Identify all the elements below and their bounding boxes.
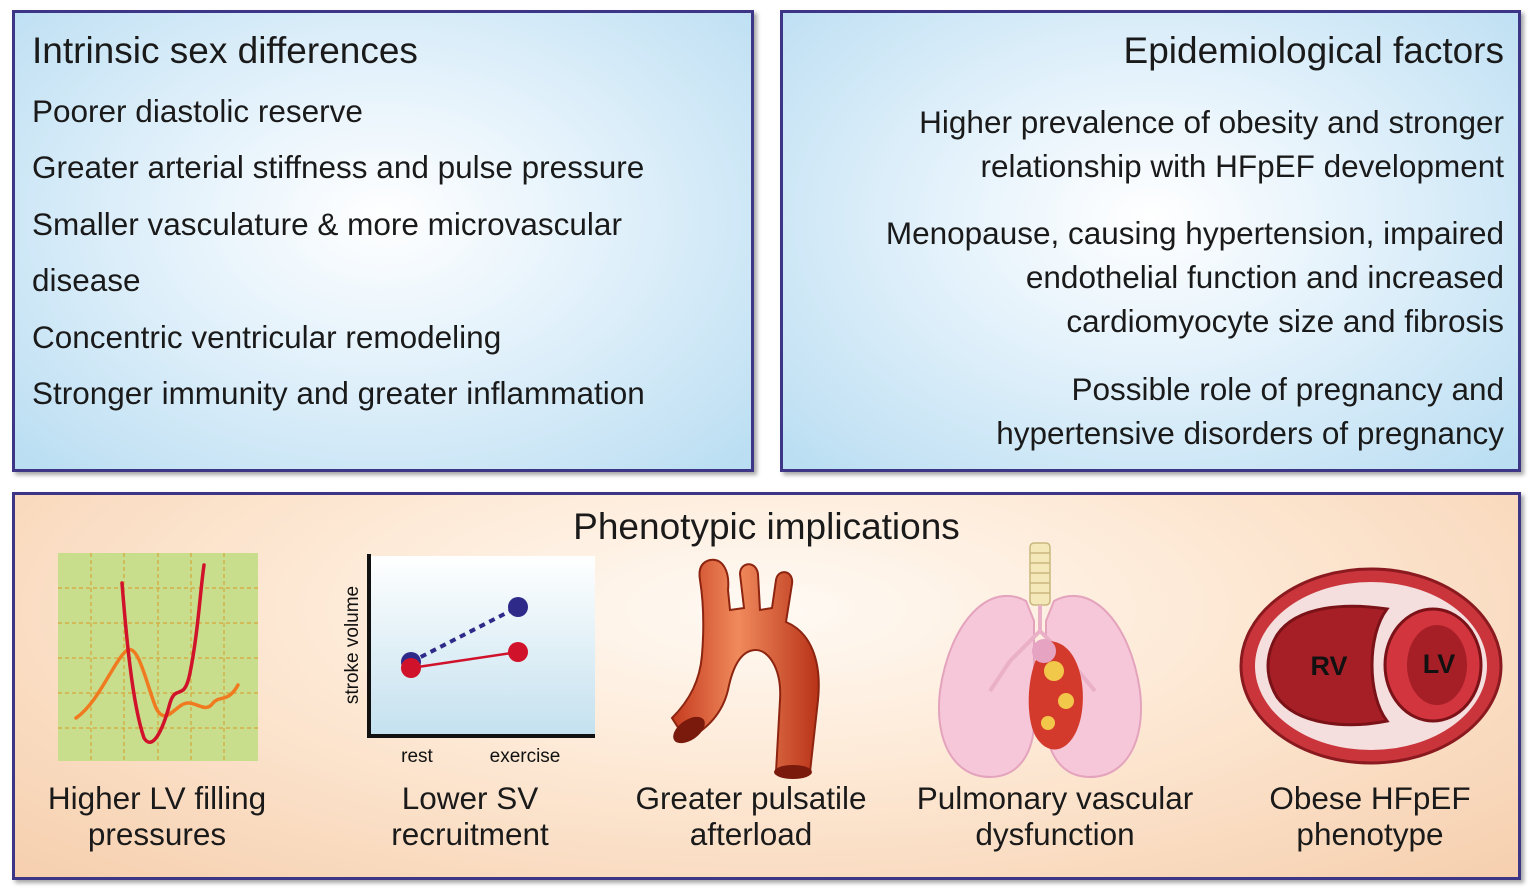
intrinsic-item: Smaller vasculature & more microvascular (32, 206, 622, 242)
caption-line: Pulmonary vascular (916, 780, 1194, 816)
caption-line: Lower SV (401, 780, 539, 816)
intrinsic-item: disease (32, 262, 141, 298)
caption-line: phenotype (1296, 816, 1444, 852)
aorta-icon (670, 558, 820, 779)
epidemiological-item-line: Menopause, causing hypertension, impaire… (885, 215, 1504, 251)
exercise-dashed-line (410, 605, 519, 664)
rest-point-red (401, 658, 421, 678)
caption-obese-hfpef: Obese HFpEF phenotype (1235, 780, 1505, 852)
epidemiological-factors-panel: Epidemiological factors Higher prevalenc… (780, 10, 1521, 472)
stroke-volume-chart: stroke volume rest exercise (342, 554, 595, 767)
caption-lv-filling: Higher LV filling pressures (27, 780, 287, 852)
caption-line: Higher LV filling (47, 780, 267, 816)
phenotypic-title: Phenotypic implications (573, 506, 960, 547)
exercise-solid-line (410, 650, 519, 670)
intrinsic-title: Intrinsic sex differences (32, 30, 418, 71)
lungs-icon (938, 542, 1142, 779)
x-tick-rest: rest (401, 746, 433, 767)
caption-line: recruitment (391, 816, 549, 852)
epidemiological-item-line: Possible role of pregnancy and (1071, 371, 1504, 407)
intrinsic-item: Concentric ventricular remodeling (32, 319, 502, 355)
epidemiological-item-line: endothelial function and increased (1025, 259, 1504, 295)
epidemiological-title: Epidemiological factors (1123, 30, 1504, 71)
caption-line: Obese HFpEF (1269, 780, 1471, 816)
caption-sv-recruitment: Lower SV recruitment (340, 780, 600, 852)
caption-pulmonary-vascular: Pulmonary vascular dysfunction (900, 780, 1210, 852)
intrinsic-sex-differences-panel: Intrinsic sex differences Poorer diastol… (12, 10, 754, 472)
caption-line: dysfunction (975, 816, 1135, 852)
exercise-point-navy (508, 597, 528, 617)
heart-cross-section-icon: RV LV (1239, 567, 1503, 765)
caption-pulsatile-afterload: Greater pulsatile afterload (615, 780, 887, 852)
intrinsic-item: Poorer diastolic reserve (32, 93, 363, 129)
epidemiological-item-line: relationship with HFpEF development (980, 148, 1504, 184)
epidemiological-item-line: hypertensive disorders of pregnancy (996, 415, 1504, 451)
intrinsic-item: Stronger immunity and greater inflammati… (32, 375, 645, 411)
epidemiological-item-line: Higher prevalence of obesity and stronge… (919, 104, 1504, 140)
epidemiological-item-line: cardiomyocyte size and fibrosis (1066, 303, 1504, 339)
caption-line: pressures (87, 816, 227, 852)
exercise-point-red (508, 642, 528, 662)
y-axis-label: stroke volume (342, 586, 363, 704)
lv-label: LV (1423, 649, 1456, 679)
intrinsic-item: Greater arterial stiffness and pulse pre… (32, 149, 645, 185)
x-tick-exercise: exercise (490, 746, 561, 767)
pressure-trace-icon (58, 553, 258, 761)
rv-label: RV (1310, 651, 1347, 681)
caption-line: Greater pulsatile (635, 780, 867, 816)
caption-line: afterload (689, 816, 813, 852)
phenotypic-implications-panel: Phenotypic implications s (12, 492, 1521, 880)
